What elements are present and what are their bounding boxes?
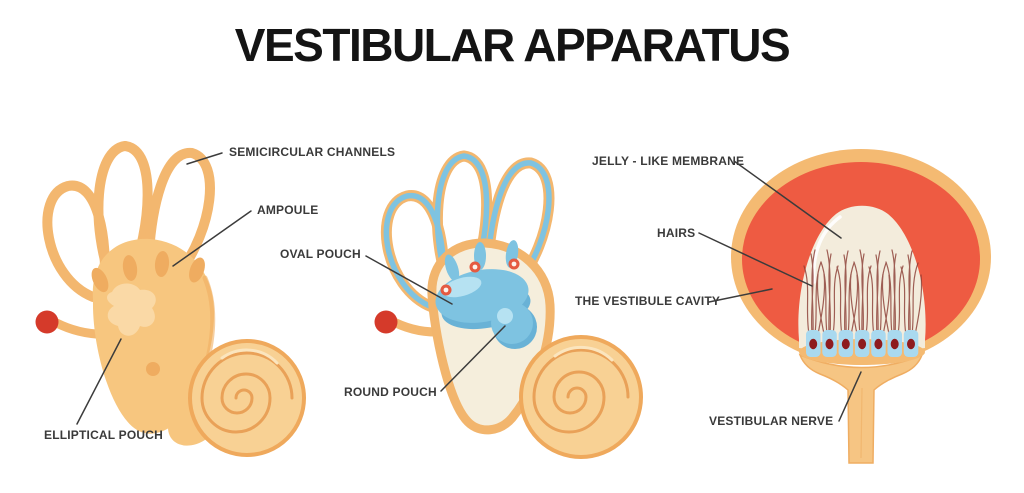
label-round-pouch: ROUND POUCH (344, 385, 437, 399)
vestibular-nerve-stalk (798, 353, 924, 464)
leader-hairs (698, 232, 813, 287)
page-title: VESTIBULAR APPARATUS (234, 19, 791, 71)
hair-cells (806, 330, 919, 357)
middle-ear-diagram (374, 150, 643, 459)
channel-fluid-right (484, 160, 552, 285)
label-hairs: HAIRS (657, 226, 696, 240)
label-the-vestibule-cavity: THE VESTIBULE CAVITY (575, 294, 721, 308)
label-oval-pouch: OVAL POUCH (280, 247, 361, 261)
leader-ampoule (172, 210, 252, 267)
label-jelly-like-membrane: JELLY - LIKE MEMBRANE (592, 154, 745, 168)
nerve-stalk-line (860, 387, 863, 459)
cochlea-highlight (220, 348, 279, 365)
semicircular-channel-middle (93, 140, 153, 288)
leader-elliptical-pouch (76, 338, 122, 425)
round-pouch (491, 302, 533, 344)
semicircular-channel-right (143, 147, 215, 277)
label-vestibular-nerve: VESTIBULAR NERVE (709, 414, 834, 428)
cochlea (519, 335, 643, 459)
left-ear-diagram (35, 140, 306, 457)
membrane-highlight (812, 215, 842, 284)
junction-rings (440, 258, 520, 296)
label-elliptical-pouch: ELLIPTICAL POUCH (44, 428, 163, 442)
nerve-end-dot (35, 310, 59, 334)
round-pouch-highlight (497, 308, 513, 324)
cochlea-spiral (532, 348, 630, 434)
leader-oval-pouch (365, 255, 453, 305)
nerve-end-dot (374, 310, 398, 334)
cochlea-highlight (553, 345, 614, 362)
body-light-patch (107, 283, 156, 336)
leader-semicircular-channels (186, 152, 223, 165)
cochlea (188, 339, 306, 457)
cochlea-spiral (200, 351, 294, 434)
label-semicircular-channels: SEMICIRCULAR CHANNELS (229, 145, 396, 159)
leader-the-vestibule-cavity (708, 288, 773, 303)
body-dot (146, 362, 160, 376)
macula-cross-section-diagram (731, 149, 991, 464)
leader-lines (76, 152, 862, 425)
ampoule-stubs (91, 251, 205, 293)
leader-round-pouch (440, 325, 506, 392)
leader-vestibular-nerve (838, 371, 862, 422)
channel-fluid-middle (434, 153, 490, 296)
leader-jelly-like-membrane (733, 160, 842, 239)
label-ampoule: AMPOULE (257, 203, 319, 217)
channel-inlets (444, 240, 519, 282)
oval-pouch-highlight (442, 276, 482, 298)
